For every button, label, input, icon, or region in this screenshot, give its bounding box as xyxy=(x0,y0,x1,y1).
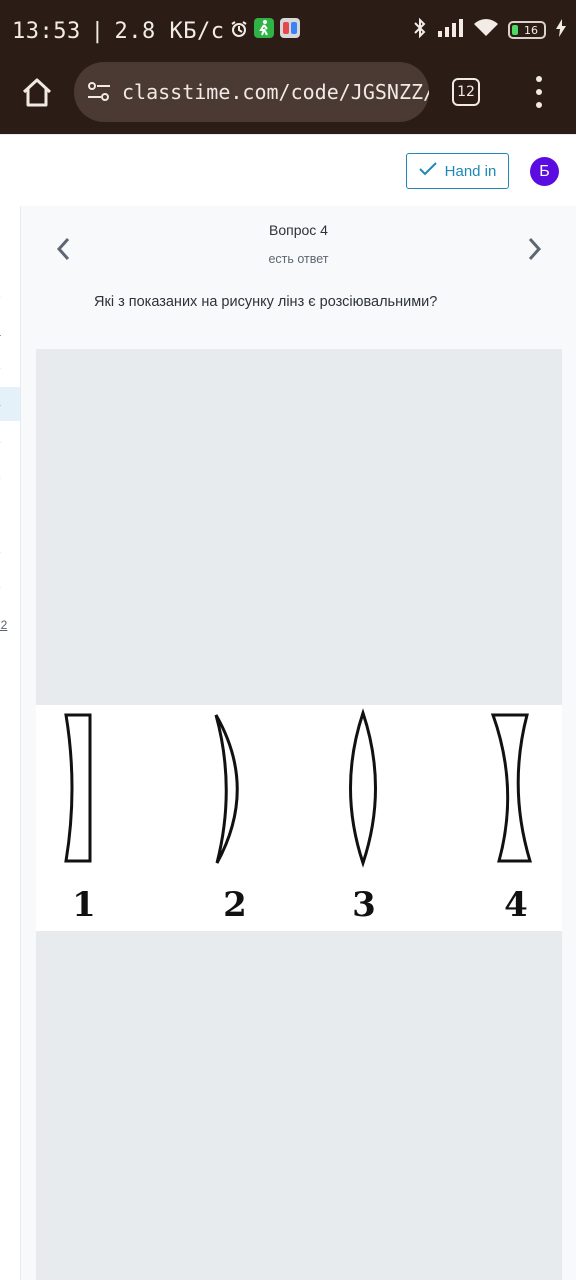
question-panel: Вопрос 4 есть ответ Які з показаних на р… xyxy=(21,206,576,1280)
alarm-icon xyxy=(230,19,248,44)
chevron-left-icon[interactable] xyxy=(49,234,79,264)
question-nav-item[interactable]: 7 xyxy=(0,497,20,531)
question-status: есть ответ xyxy=(268,252,329,266)
signal-icon xyxy=(438,19,464,41)
lens-figure: 1 2 3 4 xyxy=(36,705,562,931)
question-nav-item[interactable]: 8 xyxy=(0,534,20,568)
status-time: 13:53 xyxy=(12,18,81,44)
hand-in-button[interactable]: Hand in xyxy=(406,153,509,189)
url-text[interactable]: classtime.com/code/JGSNZZ/ xyxy=(122,80,429,104)
question-nav-item[interactable]: 1 xyxy=(0,276,20,310)
lens-label-2: 2 xyxy=(223,885,247,925)
battery-level: 16 xyxy=(524,23,538,37)
avatar-initial: Б xyxy=(539,162,550,180)
game-icon xyxy=(280,18,301,44)
charging-icon xyxy=(556,19,566,41)
status-bar: 13:53 | 2.8 КБ/с 16 xyxy=(0,0,576,62)
question-nav-item[interactable]: 2 xyxy=(0,313,20,347)
lens-3-shape xyxy=(349,708,377,868)
battery-icon: 16 xyxy=(508,21,546,39)
lens-label-1: 1 xyxy=(72,885,96,925)
question-nav-item[interactable]: 3 xyxy=(0,350,20,384)
lens-drawings xyxy=(64,708,533,868)
lens-label-4: 4 xyxy=(504,885,528,925)
app-header: Hand in Б xyxy=(0,134,576,206)
lens-label-3: 3 xyxy=(352,885,376,925)
question-nav-item[interactable]: 5 xyxy=(0,424,20,458)
bluetooth-icon xyxy=(412,17,428,42)
chevron-right-icon[interactable] xyxy=(519,234,549,264)
question-nav-item[interactable]: 6 xyxy=(0,460,20,494)
question-nav-item[interactable]: 9 xyxy=(0,571,20,605)
fitness-icon xyxy=(254,18,275,44)
hand-in-label: Hand in xyxy=(444,162,497,180)
status-left: 13:53 | 2.8 КБ/с xyxy=(12,18,301,44)
wifi-icon xyxy=(474,19,498,41)
status-separator: | xyxy=(90,18,105,44)
lens-2-shape xyxy=(214,714,239,864)
address-bar[interactable]: classtime.com/code/JGSNZZ/ xyxy=(74,62,429,122)
question-title: Вопрос 4 xyxy=(269,222,328,238)
lens-4-shape xyxy=(490,713,533,863)
network-speed: 2.8 КБ/с xyxy=(114,18,225,44)
tabs-icon[interactable]: 12 xyxy=(452,78,480,106)
tab-count: 12 xyxy=(457,84,475,100)
question-nav-item-active[interactable]: 4 xyxy=(0,387,20,421)
question-navigator: 1 2 3 4 5 6 7 8 9 12 xyxy=(0,206,21,1280)
home-icon[interactable] xyxy=(20,76,54,110)
browser-toolbar: classtime.com/code/JGSNZZ/ 12 xyxy=(0,62,576,134)
more-menu-icon[interactable] xyxy=(530,76,548,108)
question-nav-item[interactable]: 12 xyxy=(0,618,8,632)
avatar[interactable]: Б xyxy=(530,157,559,186)
status-right: 16 xyxy=(412,17,566,42)
check-icon xyxy=(418,162,437,180)
site-settings-icon[interactable] xyxy=(86,79,112,105)
question-image: 1 2 3 4 xyxy=(36,349,562,1280)
question-text: Які з показаних на рисунку лінз є розсію… xyxy=(94,294,438,310)
lens-1-shape xyxy=(64,713,92,863)
